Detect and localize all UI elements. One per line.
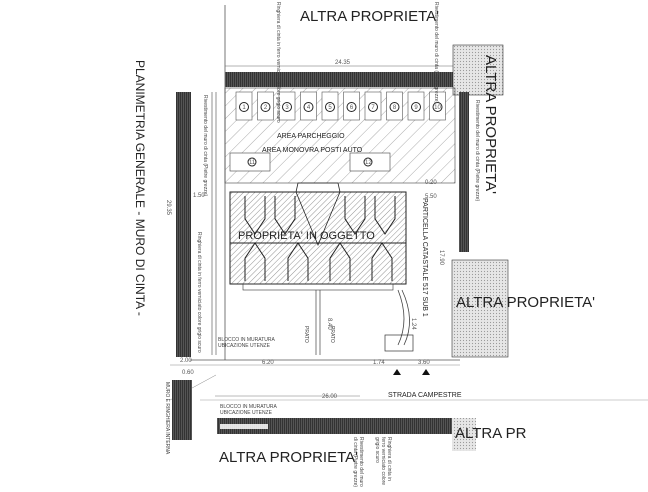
inner-wall-railing [172,380,192,440]
note-railing-left: Ringhiera di cinta in ferro verniciato c… [196,232,202,353]
dim-3-60: 3.60 [418,360,430,366]
spot-number: 5 [328,105,332,111]
dormer [329,242,351,281]
neighbor-building-bottom-right [452,418,476,451]
spot-number: 9 [414,105,418,111]
top-boundary-wall [225,72,453,87]
dim-0-20: 0.20 [425,180,437,186]
entrance-gate [384,334,414,352]
spot-marker [325,102,335,112]
utility-block [220,424,268,429]
spot-marker [260,102,271,112]
spot-marker [282,102,292,112]
dormer [274,196,296,235]
spot-marker [432,102,443,112]
inner-block-line1: BLOCCO IN MURATURA [218,337,276,343]
spot-marker [368,102,378,112]
note-wall-cladding-left: Rivestimento del muro di cinta (Pietre g… [202,95,208,196]
entrance-arrow-2 [422,369,430,375]
spot-number: 6 [350,105,354,111]
dormer [287,242,309,281]
spot-number: 11 [249,160,256,166]
note-railing-top: Ringhiera di cinta in ferro verniciato c… [275,2,281,123]
note-wall-cladding-right: Rivestimento del muro di cinta (Pietre g… [474,100,480,201]
neighbor-building-top-right [452,44,504,96]
dormer [244,196,266,235]
spot-marker [239,102,249,112]
spot-number: 7 [371,105,375,111]
dim-1-50: 1.50 [193,193,205,199]
parking-area-label: AREA PARCHEGGIO [277,133,345,140]
drawing-title: PLANIMETRIA GENERALE - MURO DI CINTA - [133,60,147,316]
spot-marker [303,102,314,112]
dim-1-24: 1.24 [410,318,416,330]
lawn-label-2: PRATO [329,326,335,343]
spot-marker [411,102,421,112]
bottom-boundary-wall [217,418,452,434]
utility-block-line1: BLOCCO IN MURATURA [220,404,278,410]
spot-number: 3 [285,105,289,111]
maneuver-area-label: AREA MONOVRA POSTI AUTO [262,147,363,154]
dormer [374,196,396,235]
dormer [344,196,366,235]
dormer [244,242,266,281]
property-label: PROPRIETA' IN OGGETTO [238,230,375,242]
dim-5-50: 5.50 [425,194,437,200]
dim-1-74: 1.74 [373,360,385,366]
dim-8-40: 8.40 [326,318,332,330]
spot-marker [389,102,400,112]
spot-number: 8 [393,105,397,111]
left-boundary-wall [176,92,191,357]
lawn-label-1: PRATO [303,326,309,343]
dim-6-20: 6.20 [262,360,274,366]
parking-spots: 1 2 3 4 5 6 7 8 9 10 [235,91,446,121]
spot-number: 4 [307,105,311,111]
note-wall-cladding-bottom: Rivestimento del muro di cinta (Pietre g… [352,437,364,488]
spot-number: 10 [434,105,441,111]
dim-width-top: 24.35 [335,60,351,66]
neighbor-right-middle-label: ALTRA PROPRIETA' [456,294,595,311]
dim-0-60: 0.60 [182,370,194,376]
spot-number: 12 [365,160,372,166]
neighbor-bottom-label: ALTRA PROPRIETA' [219,449,358,466]
neighbor-right-top-label: ALTRA PROPRIETA' [482,55,499,194]
neighbor-building-right [451,259,509,358]
neighbor-top-label: ALTRA PROPRIETA' [300,8,439,25]
dim-road-length: 26.00 [322,394,338,400]
dim-2-00: 2.00 [180,358,192,364]
dim-height-left: 29.35 [165,200,171,216]
note-railing-bottom: Ringhiera di cinta in ferro verniciato c… [374,437,392,486]
property-building [229,191,407,285]
dormer [371,242,393,281]
spot-marker [346,102,357,112]
spot-number: 1 [242,105,246,111]
inner-block-line2: UBICAZIONE UTENZE [218,343,271,349]
roof-dormers [244,196,396,281]
utility-block-line2: UBICAZIONE UTENZE [220,410,273,416]
inner-wall-label: MURO E RINGHIERA INTERNA [164,382,170,455]
dim-17-90: 17.90 [438,250,444,266]
neighbor-bottom-right-label: ALTRA PR [455,425,527,442]
road-label: STRADA CAMPESTRE [388,392,462,399]
entrance-arrow-1 [393,369,401,375]
note-wall-cladding-top: Rivestimento del muro di cinta (Pietre g… [433,2,439,103]
parcel-label: PARTICELLA CATASTALE 517 SUB 1 [421,198,428,317]
spot-number: 2 [264,105,268,111]
right-boundary-wall [459,92,469,252]
